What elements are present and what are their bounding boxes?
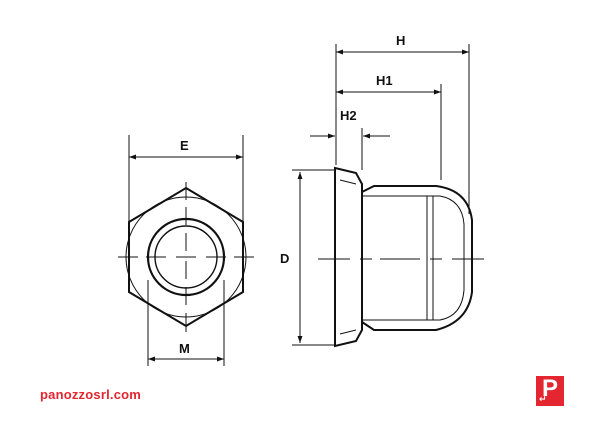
logo-letter: P <box>541 375 558 402</box>
dim-m <box>147 280 225 366</box>
front-centerlines <box>118 182 254 332</box>
flange <box>334 166 363 348</box>
label-d: D <box>280 251 289 266</box>
label-h: H <box>396 33 405 48</box>
cap-body <box>361 185 473 331</box>
label-h2: H2 <box>340 108 357 123</box>
label-e: E <box>180 138 189 153</box>
dim-h1 <box>336 84 442 180</box>
side-view <box>292 44 484 348</box>
brand-logo: P ↵ <box>536 375 564 406</box>
dim-h2 <box>310 128 390 170</box>
front-view <box>118 135 254 366</box>
label-m: M <box>179 341 190 356</box>
logo-curl-icon: ↵ <box>539 394 547 404</box>
dim-d <box>292 169 334 346</box>
website-link[interactable]: panozzosrl.com <box>40 387 142 402</box>
label-h1: H1 <box>376 73 393 88</box>
dim-h <box>335 44 470 214</box>
dim-e <box>128 135 244 222</box>
